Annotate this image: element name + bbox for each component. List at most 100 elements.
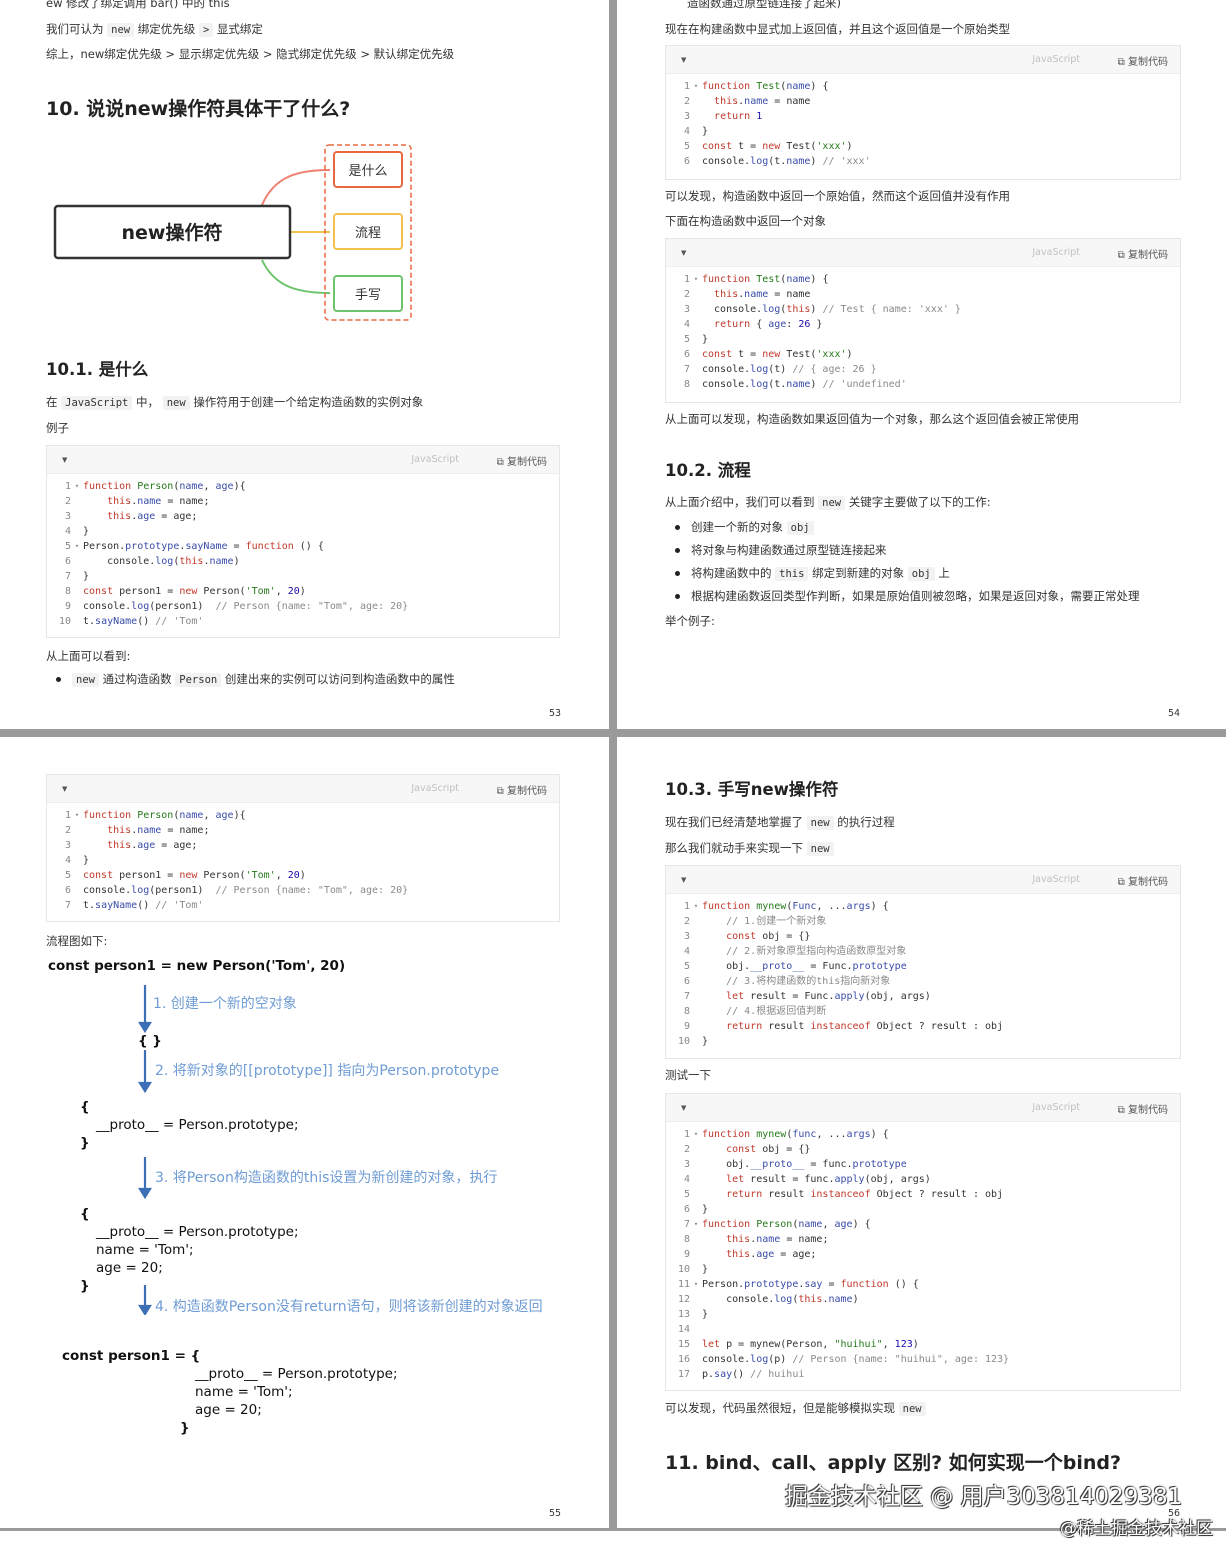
code-line: 9 return result instanceof Object ? resu… xyxy=(666,1019,1180,1034)
flow-arrowhead-3 xyxy=(138,1187,152,1200)
flow-line: name = 'Tom'; xyxy=(96,1242,194,1258)
code-line: 4} xyxy=(47,853,559,868)
mind-node-2-label: 流程 xyxy=(355,226,381,241)
line-number: 3 xyxy=(683,931,690,942)
flow-step-1: 1. 创建一个新的空对象 xyxy=(153,996,297,1012)
fold-icon[interactable]: ▾ xyxy=(693,82,699,90)
flow-step-2: 2. 将新对象的[[prototype]] 指向为Person.prototyp… xyxy=(155,1063,500,1079)
line-number: 2 xyxy=(683,916,690,927)
code-text: this.age = age; xyxy=(107,840,198,851)
line-number: 1 xyxy=(64,810,71,821)
code-text: function Test(name) { xyxy=(702,274,829,285)
fold-icon xyxy=(690,1202,702,1217)
copy-icon: ⧉ xyxy=(496,786,504,797)
code-line: 3 console.log(this) // Test { name: 'xxx… xyxy=(666,302,1180,317)
p54-para-3: 下面在构造函数中返回一个对象 xyxy=(665,214,826,228)
collapse-toggle-icon[interactable]: ▼ xyxy=(62,785,68,793)
code-line: 3 this.age = age; xyxy=(47,509,559,524)
code-line: 1▾function Test(name) { xyxy=(666,272,1180,287)
code-text: this.name = name; xyxy=(726,1234,829,1245)
fold-icon[interactable]: ▾ xyxy=(693,902,699,910)
code-line: 4 // 2.新对象原型指向构造函数原型对象 xyxy=(666,944,1180,959)
fold-icon[interactable]: ▾ xyxy=(693,275,699,283)
code-line: 12 console.log(this.name) xyxy=(666,1292,1180,1307)
code-line: 1▾function Test(name) { xyxy=(666,79,1180,94)
text: 将构建函数中的 xyxy=(691,566,772,580)
collapse-toggle-icon[interactable]: ▼ xyxy=(681,249,687,257)
code-text: const person1 = new Person('Tom', 20) xyxy=(83,586,306,597)
inline-code: obj xyxy=(907,567,935,581)
code-line: 11▾Person.prototype.say = function () { xyxy=(666,1277,1180,1292)
fold-icon xyxy=(690,1352,702,1367)
copy-code-button[interactable]: ⧉ 复制代码 xyxy=(1118,873,1168,888)
line-number: 7 xyxy=(64,900,71,911)
code-text: function Person(name, age){ xyxy=(83,810,246,821)
code-block-header: ▼ JavaScript ⧉ 复制代码 xyxy=(666,1094,1180,1122)
collapse-toggle-icon[interactable]: ▼ xyxy=(681,56,687,64)
collapse-toggle-icon[interactable]: ▼ xyxy=(681,876,687,884)
line-number: 10 xyxy=(677,1036,690,1047)
fold-icon xyxy=(690,1187,702,1202)
flow-step-3: 3. 将Person构造函数的this设置为新创建的对象，执行 xyxy=(155,1170,498,1186)
p54-bullet-list: 创建一个新的对象 obj 将对象与构建函数通过原型链连接起来 将构建函数中的 t… xyxy=(665,516,1140,608)
fold-icon xyxy=(690,362,702,377)
copy-code-button[interactable]: ⧉ 复制代码 xyxy=(497,453,547,468)
copy-code-button[interactable]: ⧉ 复制代码 xyxy=(1118,53,1168,68)
copy-code-label: 复制代码 xyxy=(1128,57,1168,68)
fold-icon[interactable]: ▾ xyxy=(693,1130,699,1138)
copy-icon: ⧉ xyxy=(1117,250,1125,261)
flow-brace: } xyxy=(80,1135,90,1151)
collapse-toggle-icon[interactable]: ▼ xyxy=(62,456,68,464)
text: 现在我们已经清楚地掌握了 xyxy=(665,815,803,829)
flow-line: __proto__ = Person.prototype; xyxy=(96,1224,299,1240)
code-text: function Test(name) { xyxy=(702,81,829,92)
code-text: this.age = age; xyxy=(107,511,198,522)
flow-empty-object: { } xyxy=(138,1033,162,1049)
fold-icon[interactable]: ▾ xyxy=(74,542,80,550)
copy-code-label: 复制代码 xyxy=(1128,250,1168,261)
text: 显式绑定 xyxy=(216,22,263,36)
text: 根据构建函数返回类型作判断，如果是原始值则被忽略，如果是返回对象，需要正常处理 xyxy=(691,589,1140,603)
code-line: 8 // 4.根据返回值判断 xyxy=(666,1004,1180,1019)
line-number: 6 xyxy=(683,349,690,360)
fold-icon xyxy=(71,584,83,599)
code-text: } xyxy=(702,1264,709,1275)
mind-node-3-label: 手写 xyxy=(355,288,381,303)
fold-icon xyxy=(690,974,702,989)
inline-code: new xyxy=(806,842,834,856)
line-number: 2 xyxy=(683,96,690,107)
fold-icon[interactable]: ▾ xyxy=(74,811,80,819)
line-number: 5 xyxy=(64,541,71,552)
fold-icon[interactable]: ▾ xyxy=(74,482,80,490)
list-item: 将对象与构建函数通过原型链连接起来 xyxy=(665,539,1140,562)
code-language-label: JavaScript xyxy=(411,783,459,794)
fold-icon xyxy=(690,929,702,944)
code-text: // 4.根据返回值判断 xyxy=(726,1006,827,1017)
collapse-toggle-icon[interactable]: ▼ xyxy=(681,1104,687,1112)
code-text: console.log(person1) // Person {name: "T… xyxy=(83,601,409,612)
fold-icon[interactable]: ▾ xyxy=(693,1280,699,1288)
fold-icon xyxy=(690,1337,702,1352)
code-line: 4} xyxy=(666,124,1180,139)
flow-result-head: const person1 = { xyxy=(62,1348,201,1364)
list-item: new 通过构造函数 Person 创建出来的实例可以访问到构造函数中的属性 xyxy=(46,668,455,691)
copy-code-button[interactable]: ⧉ 复制代码 xyxy=(497,782,547,797)
copy-code-button[interactable]: ⧉ 复制代码 xyxy=(1118,246,1168,261)
fold-icon xyxy=(690,914,702,929)
line-number: 1 xyxy=(64,481,71,492)
fold-icon[interactable]: ▾ xyxy=(693,1220,699,1228)
code-text: console.log(t.name) // 'undefined' xyxy=(702,379,907,390)
flow-line: __proto__ = Person.prototype; xyxy=(195,1366,398,1382)
line-number: 2 xyxy=(64,496,71,507)
copy-code-button[interactable]: ⧉ 复制代码 xyxy=(1118,1101,1168,1116)
code-text: const obj = {} xyxy=(726,1144,811,1155)
line-number: 17 xyxy=(677,1369,690,1380)
flow-arrowhead-2 xyxy=(138,1081,152,1094)
text: 从上面介绍中，我们可以看到 xyxy=(665,495,815,509)
p53-para-1: 在 JavaScript 中， new 操作符用于创建一个给定构造函数的实例对象 xyxy=(46,394,423,410)
line-number: 6 xyxy=(683,976,690,987)
